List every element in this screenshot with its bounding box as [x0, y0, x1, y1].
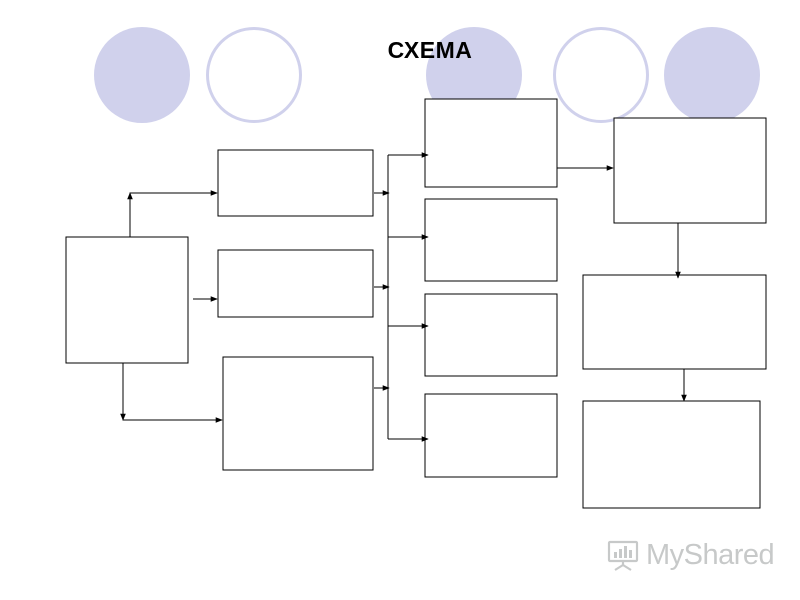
- connector-source-to-left-3: [122, 363, 223, 423]
- box-left-1: [217, 149, 374, 217]
- decor-circle-4: [553, 27, 649, 123]
- decor-circle-2: [206, 27, 302, 123]
- box-middle-2: [424, 198, 558, 282]
- box-right-2: [582, 274, 767, 370]
- box-left-3: [222, 356, 374, 471]
- decor-circle-5: [664, 27, 760, 123]
- watermark: MyShared: [606, 537, 775, 573]
- connector-source-to-left-1: [129, 190, 218, 237]
- box-source: [65, 236, 189, 364]
- box-left-2: [217, 249, 374, 318]
- box-right-3: [582, 400, 761, 509]
- presentation-board-icon: [607, 540, 639, 571]
- box-middle-3: [424, 293, 558, 377]
- slide-title: СХЕМА: [387, 37, 473, 63]
- watermark-text: MyShared: [646, 538, 775, 571]
- decor-circle-1: [94, 27, 190, 123]
- box-right-1: [613, 117, 767, 224]
- box-middle-1: [424, 98, 558, 188]
- box-middle-4: [424, 393, 558, 478]
